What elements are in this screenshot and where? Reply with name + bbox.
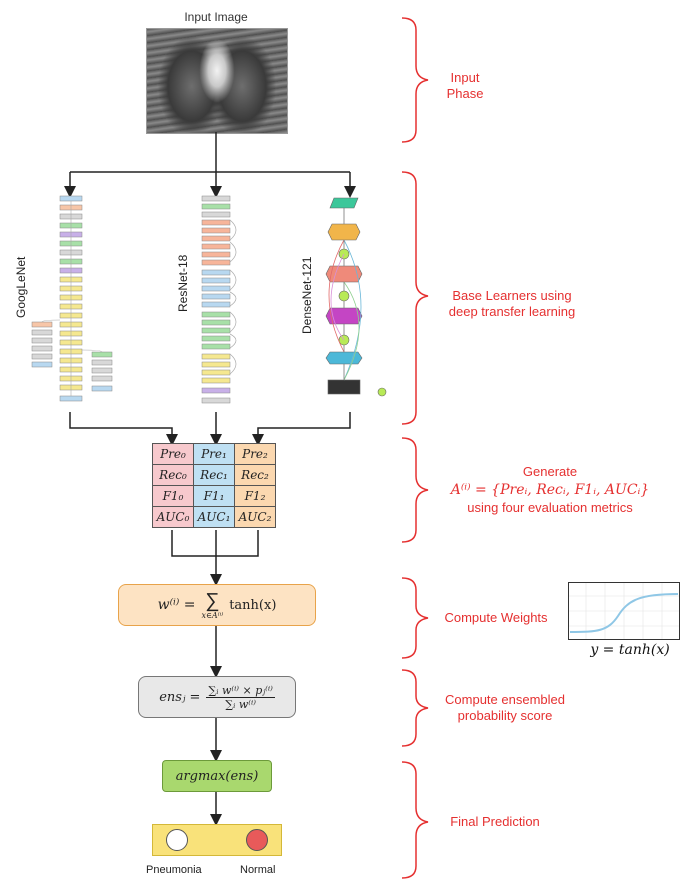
metric-cell: AUC₀: [152, 506, 194, 528]
ensemble-score-line1: Compute ensembled: [445, 692, 565, 707]
ensemble-score-label: Compute ensembled probability score: [430, 692, 580, 724]
tanh-label: y = tanh(x): [590, 642, 670, 658]
ensemble-score-line2: probability score: [457, 708, 553, 723]
sum-symbol: ∑: [205, 589, 220, 612]
generate-line1: Generate: [522, 464, 578, 479]
resnet-label: ResNet-18: [176, 254, 190, 312]
sum-subscript: x∈A⁽ⁱ⁾: [201, 610, 224, 620]
pneumonia-indicator: [166, 829, 188, 851]
normal-label: Normal: [240, 864, 276, 876]
generate-label: Generate A⁽ⁱ⁾ = {Preᵢ, Recᵢ, F1ᵢ, AUCᵢ} …: [424, 464, 676, 516]
base-learners-line1: Base Learners using: [452, 288, 572, 303]
densenet-architecture: [325, 197, 387, 397]
input-phase-label: Input Phase: [430, 70, 500, 102]
input-phase-line1: Input: [450, 70, 480, 85]
metric-cell: Pre₀: [152, 443, 194, 465]
table-row: AUC₀ AUC₁ AUC₂: [152, 506, 276, 528]
metric-cell: F1₀: [152, 485, 194, 507]
input-image-label: Input Image: [184, 10, 248, 24]
metric-cell: AUC₂: [234, 506, 276, 528]
metric-cell: Pre₂: [234, 443, 276, 465]
metric-cell: AUC₁: [193, 506, 235, 528]
metrics-table: Pre₀ Pre₁ Pre₂ Rec₀ Rec₁ Rec₂ F1₀ F1₁ F1…: [152, 443, 276, 528]
ensemble-denominator: ∑ᵢ w⁽ⁱ⁾: [225, 697, 256, 711]
googlenet-architecture: [31, 195, 113, 402]
chest-xray-image: [146, 28, 288, 134]
metric-cell: Pre₁: [193, 443, 235, 465]
weights-lhs: w⁽ⁱ⁾ =: [157, 597, 196, 613]
weights-rhs: tanh(x): [229, 597, 277, 613]
weights-box: w⁽ⁱ⁾ = ∑ x∈A⁽ⁱ⁾ tanh(x): [118, 584, 316, 626]
generate-formula: A⁽ⁱ⁾ = {Preᵢ, Recᵢ, F1ᵢ, AUCᵢ}: [450, 482, 650, 498]
metric-cell: Rec₁: [193, 464, 235, 486]
normal-indicator: [246, 829, 268, 851]
metric-cell: F1₂: [234, 485, 276, 507]
metric-cell: Rec₀: [152, 464, 194, 486]
table-row: F1₀ F1₁ F1₂: [152, 485, 276, 507]
pneumonia-label: Pneumonia: [146, 864, 202, 876]
final-prediction-label: Final Prediction: [450, 814, 540, 829]
table-row: Rec₀ Rec₁ Rec₂: [152, 464, 276, 486]
argmax-box: argmax(ens): [162, 760, 272, 792]
densenet-label: DenseNet-121: [300, 256, 314, 334]
metric-cell: Rec₂: [234, 464, 276, 486]
base-learners-line2: deep transfer learning: [448, 304, 576, 319]
compute-weights-label: Compute Weights: [444, 610, 548, 625]
ensemble-numerator: ∑ᵢ w⁽ⁱ⁾ × pⱼ⁽ⁱ⁾: [206, 683, 275, 698]
input-phase-line2: Phase: [446, 86, 484, 101]
weights-sum: ∑ x∈A⁽ⁱ⁾: [201, 591, 223, 620]
table-row: Pre₀ Pre₁ Pre₂: [152, 443, 276, 465]
ensemble-lhs: ensⱼ =: [159, 689, 201, 705]
argmax-label: argmax(ens): [175, 768, 259, 784]
base-learners-label: Base Learners using deep transfer learni…: [432, 288, 592, 320]
metric-cell: F1₁: [193, 485, 235, 507]
tanh-plot: [568, 582, 680, 640]
ensemble-box: ensⱼ = ∑ᵢ w⁽ⁱ⁾ × pⱼ⁽ⁱ⁾ ∑ᵢ w⁽ⁱ⁾: [138, 676, 296, 718]
generate-line3: using four evaluation metrics: [467, 500, 633, 515]
ensemble-fraction: ∑ᵢ w⁽ⁱ⁾ × pⱼ⁽ⁱ⁾ ∑ᵢ w⁽ⁱ⁾: [206, 683, 275, 711]
resnet-architecture: [201, 195, 237, 404]
googlenet-label: GoogLeNet: [14, 256, 28, 318]
